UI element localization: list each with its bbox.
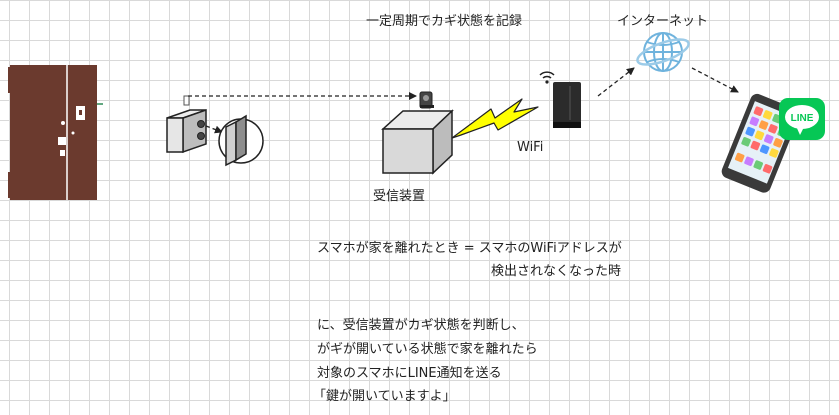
sensor-to-lock-arrow bbox=[205, 125, 223, 134]
router-to-internet-arrow bbox=[597, 67, 635, 97]
notice-line-1: に、受信装置がカギ状態を判断し、 bbox=[317, 318, 525, 333]
condition-line-2: 検出されなくなった時 bbox=[491, 264, 622, 279]
internet-to-phone-arrow bbox=[691, 67, 739, 93]
wifi-label: WiFi bbox=[517, 140, 544, 155]
condition-line-1: スマホが家を離れたとき = スマホのWiFiアドレスが bbox=[317, 241, 622, 256]
line-app-icon: LINE bbox=[779, 98, 825, 140]
notice-line-4: 「鍵が開いていますよ」 bbox=[313, 389, 456, 404]
line-badge-label: LINE bbox=[791, 113, 814, 124]
receiver-label: 受信装置 bbox=[373, 189, 426, 204]
lock-sensor-icon bbox=[166, 95, 207, 154]
globe-icon bbox=[636, 32, 690, 72]
notice-line-2: がギが開いている状態で家を離れたら bbox=[317, 342, 538, 357]
camera-icon bbox=[419, 91, 434, 109]
door-icon bbox=[8, 65, 103, 200]
wifi-router-icon bbox=[539, 71, 581, 128]
receiver-box-icon bbox=[381, 109, 454, 175]
notice-line-3: 対象のスマホにLINE通知を送る bbox=[317, 366, 502, 381]
periodic-record-label: 一定周期でカギ状態を記録 bbox=[366, 14, 523, 29]
key-lock-icon bbox=[218, 114, 264, 167]
internet-label: インターネット bbox=[617, 14, 709, 29]
lightning-icon bbox=[451, 98, 539, 139]
